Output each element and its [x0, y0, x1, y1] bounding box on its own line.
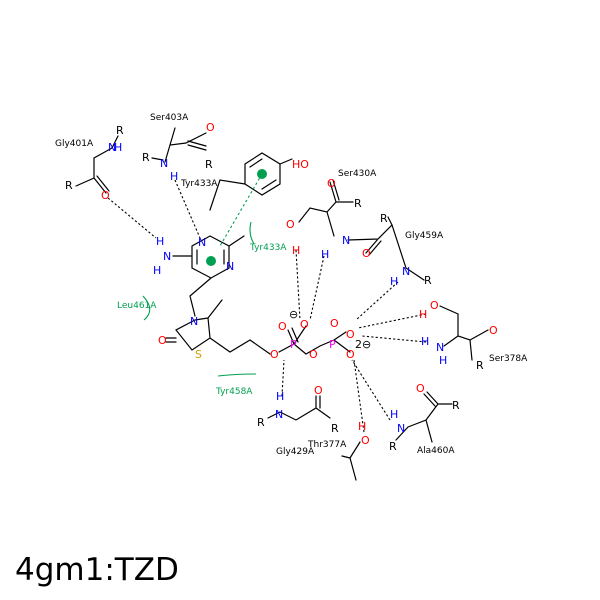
- svg-text:N: N: [160, 157, 168, 170]
- residue-ser430: Ser430A: [338, 169, 377, 179]
- svg-text:H: H: [439, 354, 447, 367]
- svg-text:N: N: [342, 234, 350, 247]
- svg-text:O: O: [270, 348, 279, 361]
- hydrogen-bonds: [107, 179, 427, 433]
- pi-interactions: [142, 169, 267, 377]
- svg-text:O: O: [416, 382, 425, 395]
- svg-text:R: R: [257, 416, 265, 429]
- svg-text:H: H: [390, 408, 398, 421]
- svg-text:N: N: [108, 141, 116, 154]
- svg-text:N: N: [275, 408, 283, 421]
- svg-text:⊖: ⊖: [289, 308, 298, 321]
- residue-labels: Gly401A Ser403A Tyr433A Tyr433A Ser430A …: [55, 113, 528, 457]
- svg-text:N: N: [163, 250, 171, 263]
- svg-text:N: N: [226, 260, 234, 273]
- residue-gly459: Gly459A: [405, 231, 444, 241]
- svg-text:H: H: [292, 244, 300, 257]
- svg-text:N: N: [190, 315, 198, 328]
- residue-tyr433-green: Tyr433A: [249, 243, 287, 253]
- pi-centroid-pyrimidine: [206, 256, 216, 266]
- svg-text:H: H: [156, 235, 164, 248]
- svg-text:H: H: [321, 248, 329, 261]
- covalent-bonds: [75, 127, 489, 481]
- residue-tyr458: Tyr458A: [215, 387, 253, 397]
- svg-text:H: H: [276, 390, 284, 403]
- svg-text:R: R: [205, 158, 213, 171]
- svg-text:P: P: [329, 338, 336, 351]
- svg-text:O: O: [330, 317, 339, 330]
- pi-centroid-tyr433: [257, 169, 267, 179]
- svg-text:N: N: [198, 236, 206, 249]
- svg-text:O: O: [309, 348, 318, 361]
- residue-thr377: Thr377A: [307, 440, 347, 450]
- residue-ala460: Ala460A: [417, 446, 455, 456]
- svg-text:O: O: [327, 177, 336, 190]
- svg-text:H: H: [358, 420, 366, 433]
- svg-text:H: H: [419, 308, 427, 321]
- svg-text:H: H: [421, 335, 429, 348]
- svg-text:O: O: [314, 384, 323, 397]
- svg-text:O: O: [300, 318, 309, 331]
- svg-text:H: H: [390, 275, 398, 288]
- svg-text:N: N: [397, 422, 405, 435]
- svg-text:R: R: [389, 440, 397, 453]
- svg-text:O: O: [489, 324, 498, 337]
- svg-text:N: N: [402, 265, 410, 278]
- svg-text:R: R: [331, 422, 339, 435]
- svg-text:N: N: [436, 341, 444, 354]
- svg-text:R: R: [116, 124, 124, 137]
- svg-text:S: S: [195, 348, 202, 361]
- svg-text:R: R: [354, 197, 362, 210]
- svg-text:P: P: [290, 338, 297, 351]
- svg-text:R: R: [380, 212, 388, 225]
- residue-leu461: Leu461A: [117, 301, 157, 311]
- svg-text:H: H: [153, 264, 161, 277]
- svg-text:O: O: [158, 334, 167, 347]
- svg-text:O: O: [101, 189, 110, 202]
- atom-labels: R N H R O R N H O R HO O R O H N H R O N…: [65, 121, 498, 453]
- svg-text:O: O: [278, 320, 287, 333]
- svg-text:H: H: [170, 170, 178, 183]
- svg-text:O: O: [362, 247, 371, 260]
- svg-text:O: O: [346, 348, 355, 361]
- svg-text:2⊖: 2⊖: [355, 338, 371, 351]
- residue-gly401: Gly401A: [55, 139, 94, 149]
- residue-ser378: Ser378A: [489, 354, 528, 364]
- diagram-caption: 4gm1:TZD: [15, 552, 179, 588]
- svg-text:R: R: [65, 179, 73, 192]
- svg-text:R: R: [476, 359, 484, 372]
- svg-text:O: O: [430, 299, 439, 312]
- residue-ser403: Ser403A: [150, 113, 189, 123]
- svg-text:O: O: [206, 121, 215, 134]
- residue-tyr433-top: Tyr433A: [180, 179, 218, 189]
- svg-text:R: R: [142, 151, 150, 164]
- residue-gly429: Gly429A: [276, 447, 315, 457]
- svg-text:O: O: [346, 328, 355, 341]
- svg-text:H: H: [114, 141, 122, 154]
- svg-text:O: O: [361, 434, 370, 447]
- svg-text:R: R: [424, 274, 432, 287]
- svg-text:HO: HO: [292, 158, 309, 171]
- svg-text:O: O: [286, 218, 295, 231]
- svg-text:R: R: [452, 399, 460, 412]
